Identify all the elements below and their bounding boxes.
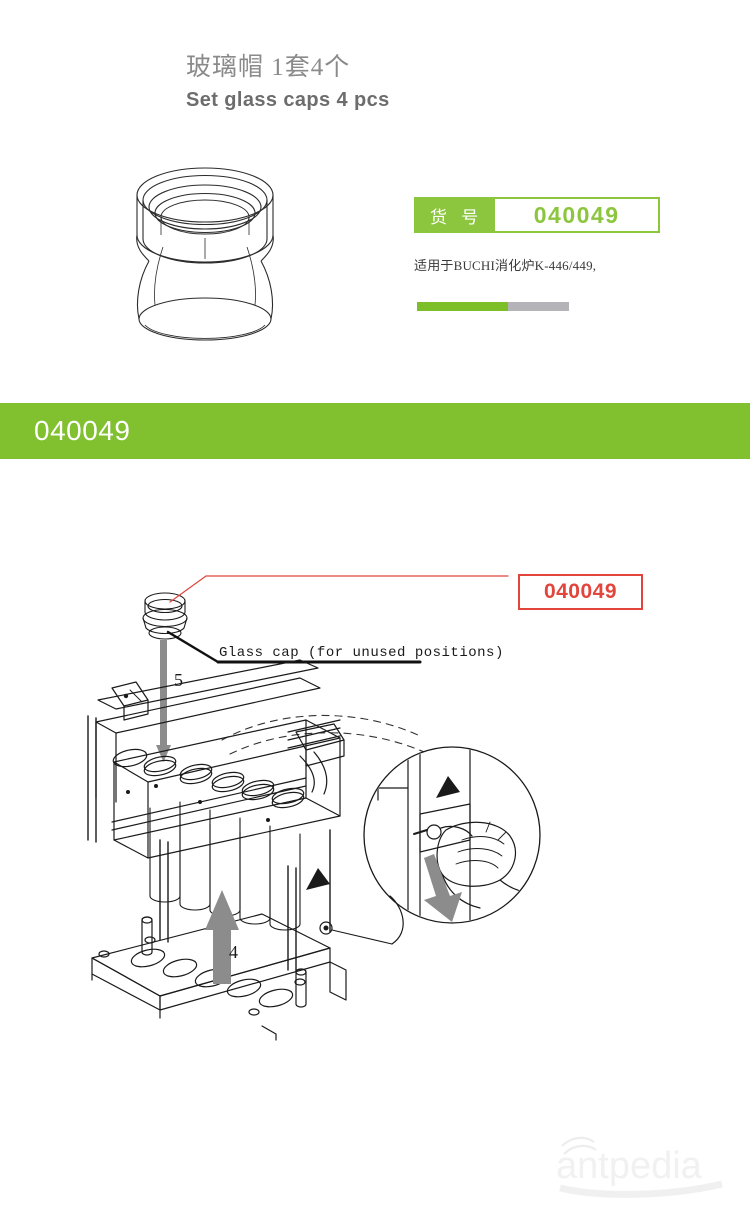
bottom-tray-assembly [91, 913, 347, 1041]
diagram-code-callout: 040049 [518, 574, 643, 610]
page-title-cn: 玻璃帽 1套4个 [186, 54, 351, 81]
technical-diagram [0, 540, 750, 1130]
glass-cap-caption: Glass cap (for unused positions) [219, 645, 504, 661]
antpedia-watermark: antpedia [552, 1126, 738, 1198]
assembly-direction-arrow [205, 890, 239, 984]
digestion-rack-assembly [87, 659, 393, 973]
diagram-code-callout-text: 040049 [543, 580, 618, 603]
section-banner: 040049 [0, 403, 750, 459]
warning-triangle-icon [306, 868, 330, 890]
diagram-glass-cap [142, 592, 188, 640]
callout-number-5: 5 [174, 670, 183, 690]
callout-number-4: 4 [229, 942, 238, 962]
progress-bar-fill [417, 302, 509, 311]
progress-bar-track [417, 302, 569, 311]
page-title-en: Set glass caps 4 pcs [186, 89, 390, 111]
item-code-box: 货 号 040049 [414, 197, 660, 233]
item-code-panel: 货 号 040049 适用于BUCHI消化炉K-446/449, [414, 197, 660, 311]
section-banner-code: 040049 [34, 415, 131, 446]
red-leader-line [169, 575, 509, 603]
detail-inset-circle [363, 746, 541, 924]
item-compatibility-description: 适用于BUCHI消化炉K-446/449, [414, 258, 597, 273]
svg-text:antpedia: antpedia [556, 1145, 703, 1187]
item-code-label: 货 号 [416, 199, 496, 231]
glass-cap-illustration [105, 155, 305, 350]
item-code-value: 040049 [533, 201, 620, 228]
insertion-rod [160, 640, 167, 752]
product-header: 玻璃帽 1套4个 Set glass caps 4 pcs [186, 52, 646, 114]
